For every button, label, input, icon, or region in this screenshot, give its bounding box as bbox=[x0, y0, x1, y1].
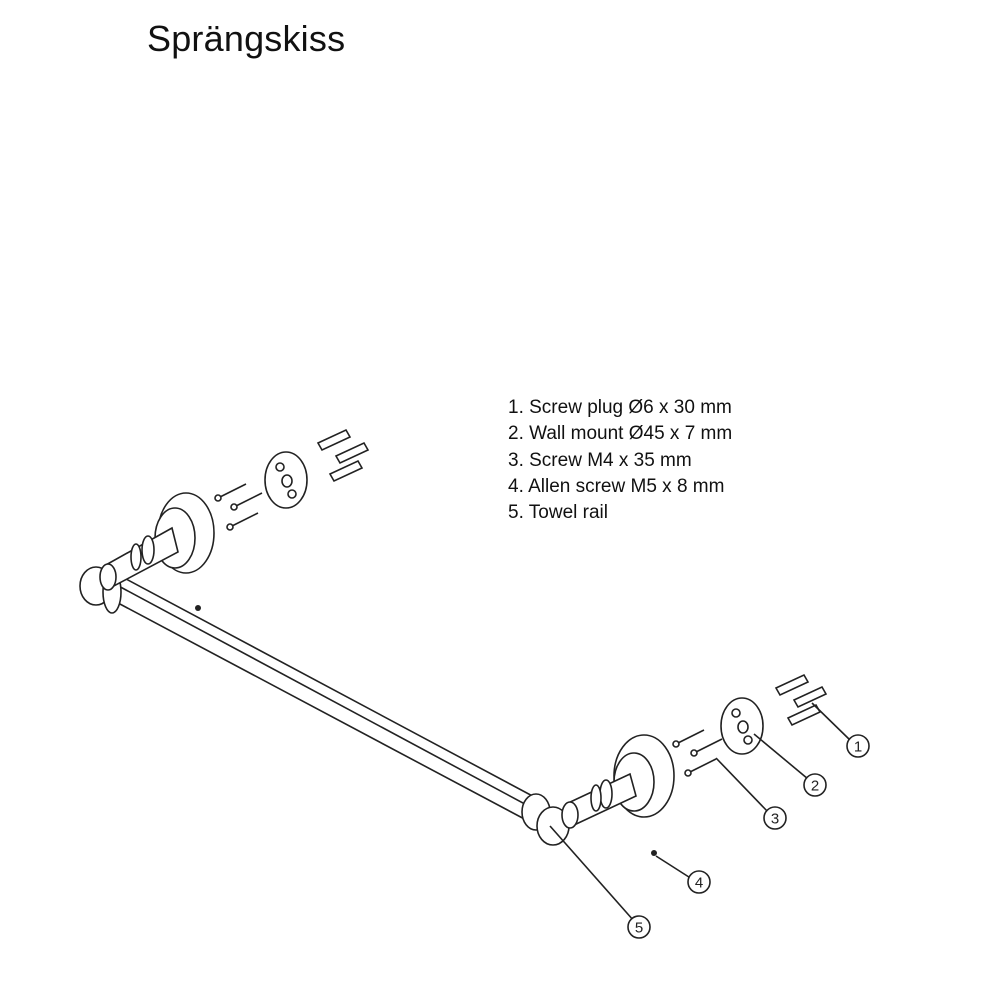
left-screws bbox=[214, 483, 263, 531]
page-title: Sprängskiss bbox=[147, 18, 346, 59]
callout-1: 1 bbox=[846, 734, 870, 758]
part-item-5: 5. Towel rail bbox=[508, 502, 608, 524]
callout-2: 2 bbox=[803, 773, 827, 797]
left-allen-screw bbox=[195, 605, 201, 611]
left-wall-mount bbox=[264, 451, 308, 509]
towel-rail bbox=[79, 566, 570, 846]
svg-text:4: 4 bbox=[695, 875, 703, 892]
callout-4: 4 bbox=[687, 870, 711, 894]
leader-lines bbox=[549, 702, 852, 922]
right-bracket bbox=[561, 734, 675, 829]
svg-text:5: 5 bbox=[635, 920, 643, 937]
left-bracket bbox=[99, 492, 215, 591]
right-screws bbox=[672, 729, 723, 777]
left-screw-plugs bbox=[316, 428, 370, 483]
part-item-2: 2. Wall mount Ø45 x 7 mm bbox=[508, 423, 733, 445]
callout-5: 5 bbox=[627, 915, 651, 939]
part-item-3: 3. Screw M4 x 35 mm bbox=[508, 449, 692, 471]
svg-text:2: 2 bbox=[811, 778, 819, 795]
svg-text:3: 3 bbox=[771, 811, 779, 828]
callout-3: 3 bbox=[763, 806, 787, 830]
part-item-4: 4. Allen screw M5 x 8 mm bbox=[508, 475, 725, 497]
right-screw-plugs bbox=[774, 673, 828, 727]
right-allen-screw bbox=[651, 850, 657, 856]
parts-list: 1. Screw plug Ø6 x 30 mm 2. Wall mount Ø… bbox=[508, 395, 732, 526]
right-wall-mount bbox=[720, 697, 764, 755]
svg-text:1: 1 bbox=[854, 739, 862, 756]
part-item-1: 1. Screw plug Ø6 x 30 mm bbox=[508, 397, 732, 418]
